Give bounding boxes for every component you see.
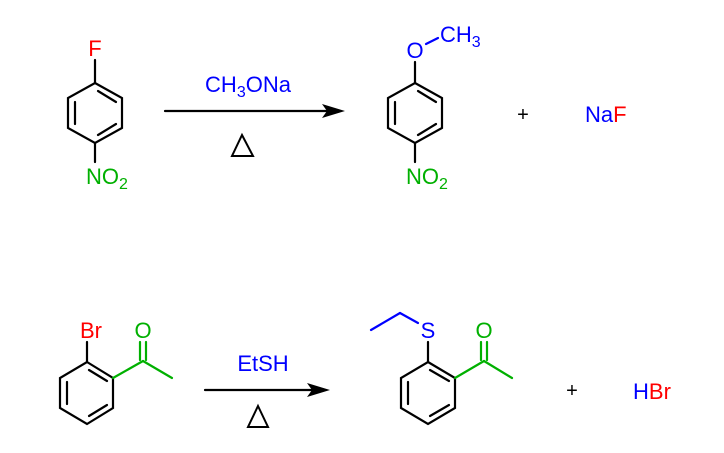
reagent-ethanethiol: EtSH <box>237 351 288 376</box>
heat-delta-icon <box>246 403 270 428</box>
reagent-methoxide: CH3ONa <box>205 72 292 101</box>
product-2-ethylthioacetophenone: S O <box>369 311 514 426</box>
plus-sign: + <box>517 104 529 126</box>
carbonyl-oxygen-label: O <box>475 318 492 343</box>
nitro-label: NO2 <box>406 164 448 193</box>
reaction-arrow-1: CH3ONa <box>163 72 345 157</box>
byproduct-naf: NaF <box>585 102 627 127</box>
nitro-label: NO2 <box>86 164 128 193</box>
sulfur-label: S <box>421 318 436 343</box>
byproduct-hbr: HBr <box>633 379 671 404</box>
heat-delta-icon <box>230 132 255 157</box>
fluorine-label: F <box>88 36 101 61</box>
reactant-2-bromoacetophenone: Br O <box>58 318 174 426</box>
reaction-arrow-2: EtSH <box>203 351 330 428</box>
reactant-1-fluoronitrobenzene: F NO2 <box>66 36 128 193</box>
plus-sign: + <box>566 380 578 402</box>
bromine-label: Br <box>80 318 102 343</box>
product-1-nitroanisole: O CH3 NO2 <box>386 22 481 193</box>
methyl-label: CH3 <box>440 22 481 51</box>
oxygen-label: O <box>406 38 423 63</box>
carbonyl-oxygen-label: O <box>134 318 151 343</box>
